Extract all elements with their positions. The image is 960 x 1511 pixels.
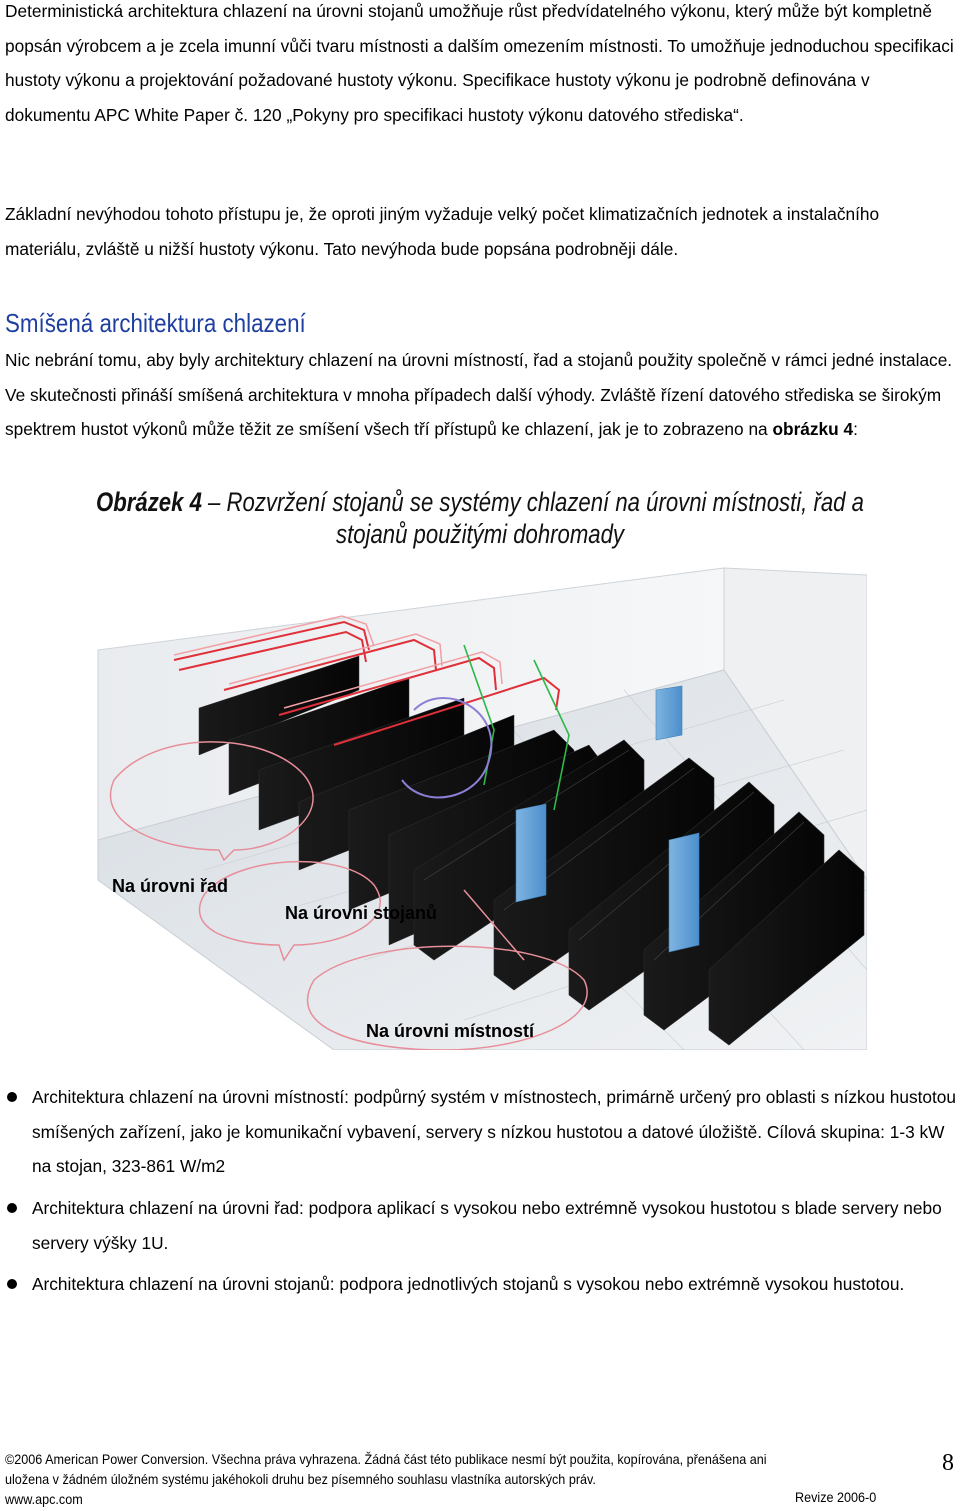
- paragraph-disadvantage: Základní nevýhodou tohoto přístupu je, ž…: [5, 204, 880, 259]
- figure-reference: obrázku 4: [772, 419, 854, 439]
- caption-label: Obrázek 4: [96, 487, 202, 517]
- data-center-illustration: Na úrovni řad Na úrovni stojanů Na úrovn…: [84, 550, 868, 1051]
- section-intro: Nic nebrání tomu, aby byly architektury …: [5, 343, 957, 447]
- bullet-icon: [7, 1279, 17, 1289]
- footer-url[interactable]: www.apc.com: [5, 1491, 83, 1507]
- bullet-text: Architektura chlazení na úrovni stojanů:…: [32, 1274, 905, 1294]
- label-rack-level: Na úrovni stojanů: [285, 903, 438, 923]
- bullet-icon: [7, 1203, 17, 1213]
- label-room-level: Na úrovni místností: [366, 1021, 535, 1041]
- intro-text: Nic nebrání tomu, aby byly architektury …: [5, 350, 953, 439]
- revision-label: Revize 2006-0: [795, 1489, 877, 1505]
- label-row-level: Na úrovni řad: [112, 876, 229, 896]
- bullet-text: Architektura chlazení na úrovni místnost…: [32, 1087, 957, 1176]
- intro-end: :: [853, 419, 858, 439]
- copyright-line-1: ©2006 American Power Conversion. Všechna…: [5, 1451, 767, 1467]
- caption-text: Rozvržení stojanů se systémy chlazení na…: [226, 487, 864, 549]
- page-footer: ©2006 American Power Conversion. Všechna…: [5, 1449, 815, 1509]
- paragraph-deterministic: Deterministická architektura chlazení na…: [5, 1, 954, 125]
- page-number: 8: [942, 1450, 954, 1476]
- bullet-text: Architektura chlazení na úrovni řad: pod…: [32, 1198, 942, 1253]
- bullet-icon: [7, 1092, 17, 1102]
- data-center-render: [97, 567, 868, 1051]
- figure-caption: Obrázek 4 – Rozvržení stojanů se systémy…: [86, 486, 873, 550]
- copyright-line-2: uložena v žádném úložném systému jakéhok…: [5, 1471, 596, 1487]
- caption-dash: –: [201, 487, 227, 517]
- section-heading: Smíšená architektura chlazení: [5, 308, 306, 338]
